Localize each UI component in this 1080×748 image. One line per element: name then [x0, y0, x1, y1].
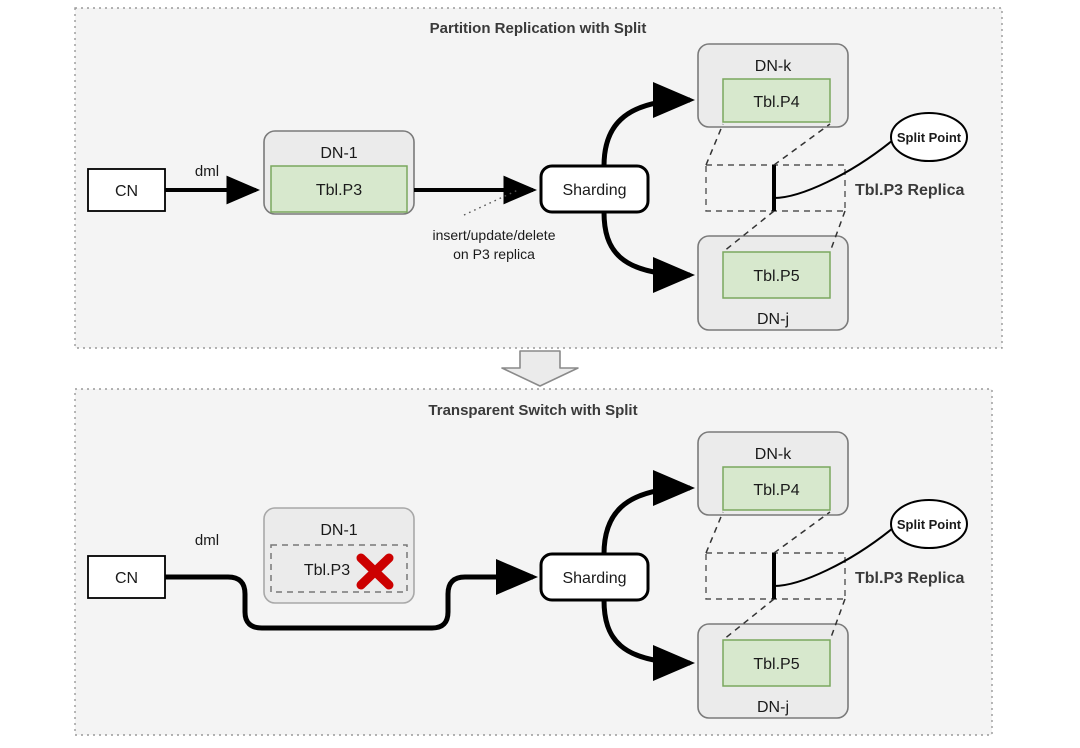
p1-dnk-label: DN-k [755, 58, 792, 75]
p1-annotation-line2: on P3 replica [453, 246, 535, 262]
p1-dnk-partition-label: Tbl.P4 [753, 94, 799, 111]
p1-sharding-label: Sharding [562, 182, 626, 199]
p2-splitpoint-node[interactable] [890, 499, 968, 549]
p2-dnj-label: DN-j [757, 699, 789, 716]
transition-arrow [501, 350, 579, 387]
panel-2-border [74, 388, 993, 736]
p1-splitpoint-label: Split Point [897, 130, 962, 145]
p1-cn-node[interactable] [87, 168, 166, 212]
p2-dnk-partition-label: Tbl.P4 [753, 482, 799, 499]
p2-edge-sharding-to-dnk [601, 470, 695, 555]
partition-unavailable-x-icon [356, 553, 394, 590]
p2-projection-tr [773, 511, 831, 554]
p2-dn1-label: DN-1 [320, 522, 357, 539]
p2-projection-br [829, 598, 846, 641]
p1-dn1-label: DN-1 [320, 145, 357, 162]
panel-partition-replication: Partition Replication with Split CN dml … [74, 7, 1003, 349]
p2-edge-cn-bypass-to-sharding [165, 559, 538, 631]
p1-annotation-line1: insert/update/delete [433, 227, 556, 243]
p1-dn1-partition-label: Tbl.P3 [316, 182, 362, 199]
panel-1-title: Partition Replication with Split [430, 20, 647, 37]
p2-dnk-label: DN-k [755, 446, 792, 463]
p2-splitpoint-leader [773, 527, 894, 587]
down-block-arrow-icon [501, 350, 579, 387]
p2-dn1-node[interactable] [263, 507, 415, 604]
p2-dnj-partition[interactable] [722, 639, 831, 687]
p1-dnk-partition[interactable] [722, 78, 831, 123]
p2-sharding-node[interactable] [539, 552, 650, 602]
p1-projection-tr [773, 123, 831, 166]
p1-dn1-partition[interactable] [270, 165, 408, 213]
p2-dn1-partition-label: Tbl.P3 [304, 562, 350, 579]
p1-splitpoint-node[interactable] [890, 112, 968, 162]
p1-edge-sharding-to-dnj [601, 211, 695, 293]
p2-dml-label: dml [195, 532, 219, 549]
p2-dn1-partition[interactable] [270, 544, 408, 593]
p1-splitpoint-leader [773, 139, 894, 199]
p2-splitpoint-label: Split Point [897, 517, 962, 532]
p1-dnj-partition[interactable] [722, 251, 831, 299]
p1-dnj-partition-label: Tbl.P5 [753, 268, 799, 285]
p1-edge-sharding-to-dnk [601, 82, 695, 167]
p2-cn-label: CN [115, 570, 138, 587]
p1-projection-br [829, 210, 846, 253]
p1-projection-tl [705, 123, 724, 166]
p1-dnj-label: DN-j [757, 311, 789, 328]
p2-edge-sharding-to-dnj [601, 599, 695, 681]
p2-dnj-partition-label: Tbl.P5 [753, 656, 799, 673]
p1-dml-label: dml [195, 163, 219, 180]
p2-sharding-label: Sharding [562, 570, 626, 587]
p2-projection-tl [705, 511, 724, 554]
p1-replica-label: Tbl.P3 Replica [855, 182, 964, 199]
p2-replica-label: Tbl.P3 Replica [855, 570, 964, 587]
p2-cn-node[interactable] [87, 555, 166, 599]
p1-cn-label: CN [115, 183, 138, 200]
panel-transparent-switch: Transparent Switch with Split CN dml DN-… [74, 388, 993, 736]
panel-2-title: Transparent Switch with Split [428, 402, 637, 419]
p2-dnk-partition[interactable] [722, 466, 831, 511]
p1-sharding-node[interactable] [539, 164, 650, 214]
